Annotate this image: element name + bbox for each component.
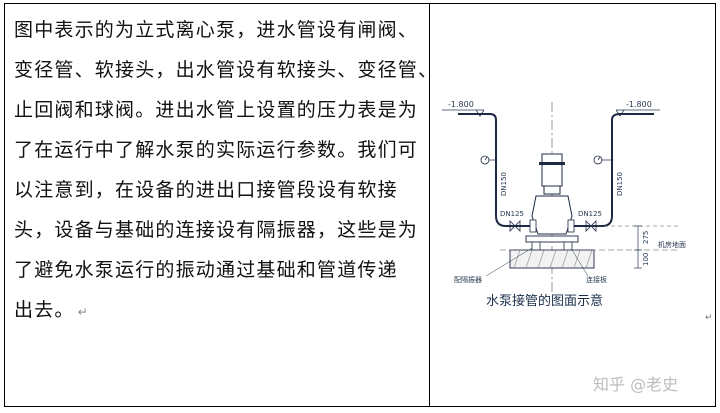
isolator-leader bbox=[485, 247, 533, 277]
inlet-pipe-size: DN150 bbox=[500, 172, 508, 196]
inlet-reducer-size: DN125 bbox=[500, 210, 524, 218]
figure-caption: 水泵接管的图面示意 bbox=[486, 294, 604, 309]
elevation-left-label: -1.800 bbox=[448, 100, 474, 109]
plate-label: 连接板 bbox=[586, 275, 607, 284]
inlet-pressure-gauge-icon bbox=[480, 155, 496, 165]
table-frame bbox=[4, 3, 716, 407]
description-text: 图中表示的为立式离心泵，进水管设有闸阀、 变径管、软接头，出水管设有软接头、变径… bbox=[14, 10, 439, 332]
isolator-label: 配隔振器 bbox=[454, 275, 482, 284]
column-divider bbox=[429, 3, 430, 407]
text-line: 头，设备与基础的连接设有隔振器，这些是为 bbox=[14, 219, 419, 241]
pump-base bbox=[509, 235, 595, 269]
outlet-pressure-gauge-icon bbox=[593, 155, 612, 165]
text-line: 了在运行中了解水泵的实际运行参数。我们可 bbox=[14, 139, 419, 161]
elevation-marker-right: -1.800 bbox=[615, 100, 660, 117]
outlet-valve-icon bbox=[585, 220, 597, 232]
paragraph-mark: ↵ bbox=[705, 313, 713, 323]
text-line-content: 出去。 bbox=[14, 299, 75, 321]
text-line: 以注意到，在设备的进出口接管段设有软接 bbox=[14, 179, 398, 201]
text-line: 了避免水泵运行的振动通过基础和管道传递 bbox=[14, 259, 398, 281]
text-line: 变径管、软接头，出水管设有软接头、变径管、 bbox=[14, 59, 439, 81]
text-line: 图中表示的为立式离心泵，进水管设有闸阀、 bbox=[14, 19, 419, 41]
dimension-group bbox=[634, 225, 642, 269]
plate-leader bbox=[571, 249, 589, 277]
dimension-upper: 275 bbox=[642, 231, 650, 244]
outlet-pipe bbox=[572, 113, 654, 227]
elevation-right-label: -1.800 bbox=[626, 100, 652, 109]
watermark: 知乎 @老史 bbox=[593, 375, 679, 394]
inlet-valve-icon bbox=[509, 220, 521, 232]
outlet-pipe-size: DN150 bbox=[616, 172, 624, 196]
text-line: 止回阀和球阀。进出水管上设置的压力表是为 bbox=[14, 99, 419, 121]
elevation-marker-left: -1.800 bbox=[442, 100, 485, 117]
pump-piping-diagram: -1.800 -1.800 DN150 DN150 DN125 DN125 bbox=[442, 100, 686, 292]
floor-label: 机房地面 bbox=[658, 240, 686, 249]
inlet-pipe bbox=[458, 113, 536, 227]
dimension-lower: 100 bbox=[642, 253, 650, 266]
outlet-reducer-size: DN125 bbox=[578, 210, 602, 218]
vertical-pump-icon bbox=[529, 153, 575, 235]
paragraph-mark: ↵ bbox=[77, 305, 89, 319]
last-text-line: 出去。↵ bbox=[14, 290, 424, 332]
